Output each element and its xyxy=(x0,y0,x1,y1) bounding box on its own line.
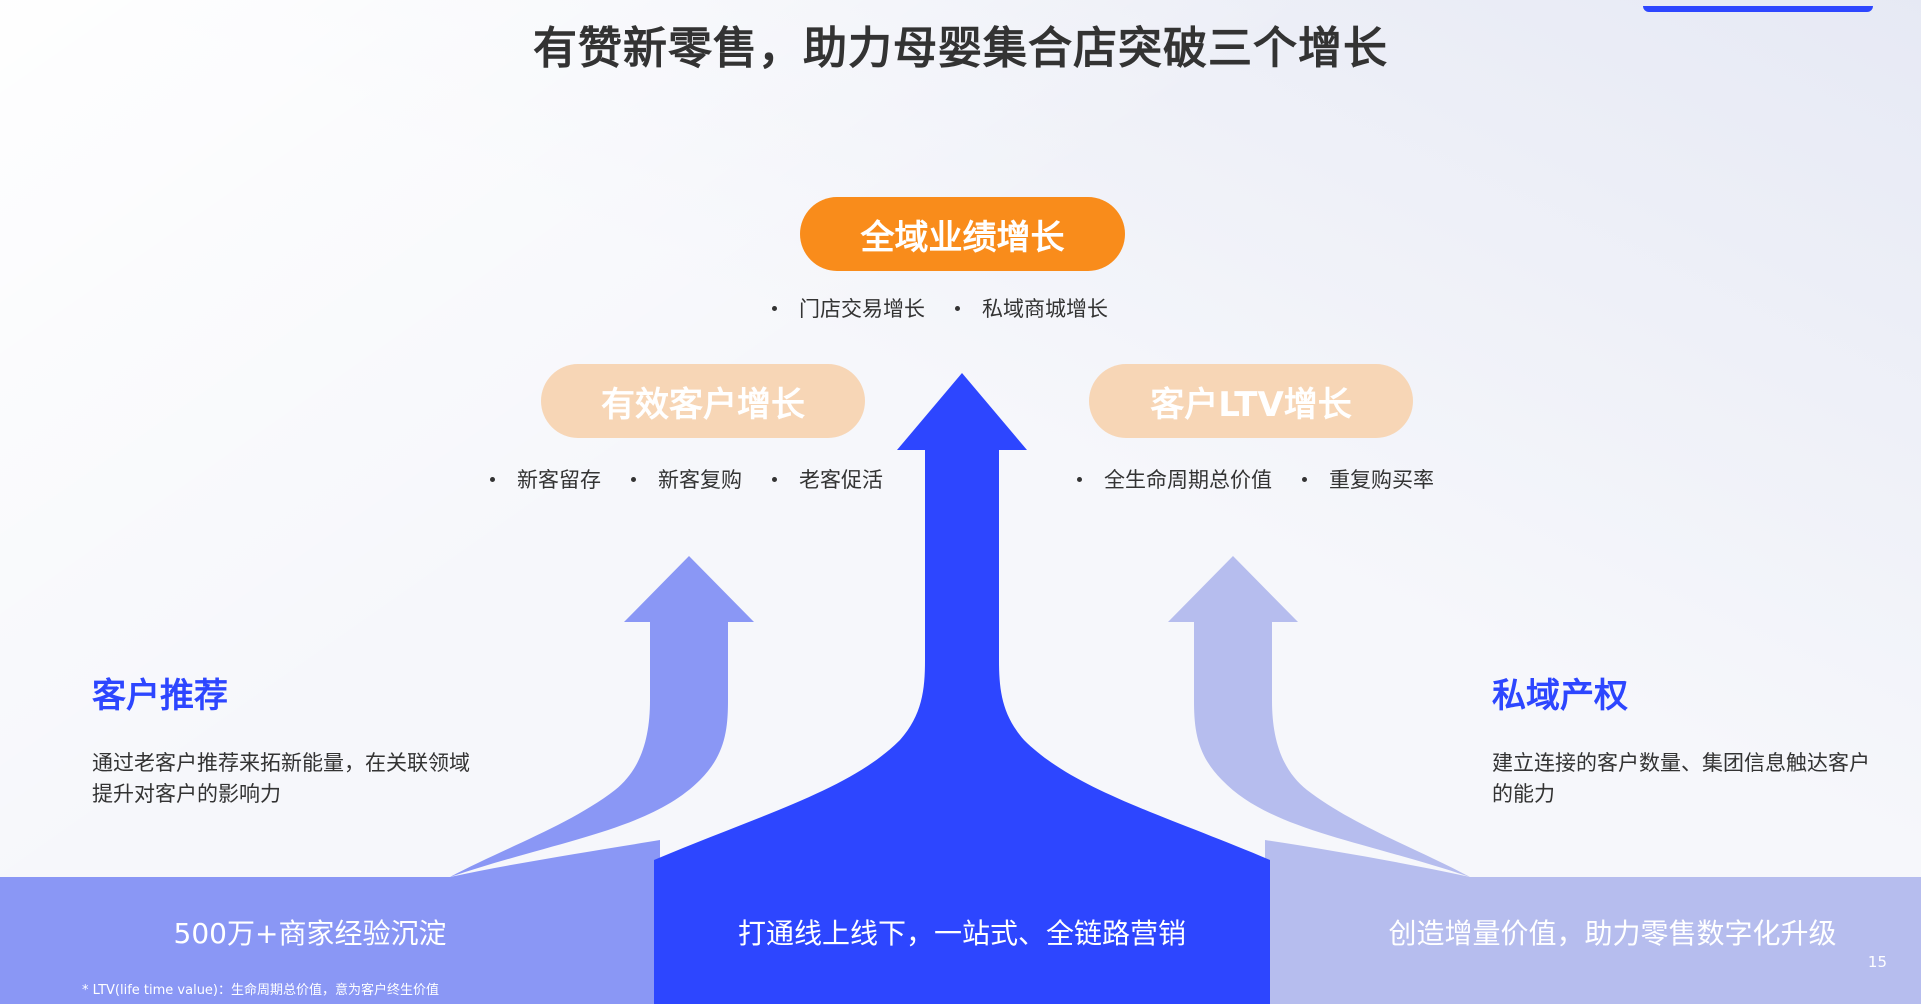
bullet-item: 门店交易增长 xyxy=(772,293,925,323)
right-goal-bullets: 全生命周期总价值 重复购买率 xyxy=(1077,464,1434,494)
bullet-item: 重复购买率 xyxy=(1302,464,1434,494)
goal-pill-right: 客户LTV增长 xyxy=(1089,364,1413,438)
center-arrow xyxy=(654,373,1270,1004)
right-side-title: 私域产权 xyxy=(1492,676,1628,716)
page-title: 有赞新零售，助力母婴集合店突破三个增长 xyxy=(533,23,1388,74)
main-goal-bullets: 门店交易增长 私域商城增长 xyxy=(772,293,1108,323)
left-arrow-base xyxy=(450,840,660,877)
left-side-description: 通过老客户推荐来拓新能量，在关联领域 提升对客户的影响力 xyxy=(92,751,470,806)
bullet-item: 老客促活 xyxy=(772,464,883,494)
page-number: 15 xyxy=(1867,953,1887,971)
bullet-dot xyxy=(1302,476,1307,482)
bullet-item: 新客复购 xyxy=(631,464,742,494)
bullet-dot xyxy=(490,476,495,482)
bullet-dot xyxy=(772,476,777,482)
goal-pill-left: 有效客户增长 xyxy=(541,364,865,438)
left-side-title: 客户推荐 xyxy=(92,676,228,716)
bottom-label-left: 500万+商家经验沉淀 xyxy=(173,917,447,950)
bullet-item: 全生命周期总价值 xyxy=(1077,464,1272,494)
bullet-dot xyxy=(1077,476,1082,482)
right-arrow-base xyxy=(1265,840,1470,877)
left-goal-bullets: 新客留存 新客复购 老客促活 xyxy=(490,464,883,494)
bottom-band-right xyxy=(1265,877,1921,1004)
footnote: * LTV(life time value)：生命周期总价值，意为客户终生价值 xyxy=(82,983,440,998)
right-arrow xyxy=(1168,556,1470,877)
bullet-item: 私域商城增长 xyxy=(955,293,1108,323)
right-side-description: 建立连接的客户数量、集团信息触达客户 的能力 xyxy=(1492,751,1870,806)
bottom-band-left xyxy=(0,877,660,1004)
bottom-label-right: 创造增量价值，助力零售数字化升级 xyxy=(1388,917,1837,950)
bottom-label-center: 打通线上线下，一站式、全链路营销 xyxy=(737,917,1186,950)
bullet-dot xyxy=(772,305,777,311)
bullet-dot xyxy=(631,476,636,482)
bullet-dot xyxy=(955,305,960,311)
corner-logo-mark xyxy=(1643,0,1873,12)
bullet-item: 新客留存 xyxy=(490,464,601,494)
goal-pill-main: 全域业绩增长 xyxy=(800,197,1125,271)
left-arrow xyxy=(450,556,754,877)
